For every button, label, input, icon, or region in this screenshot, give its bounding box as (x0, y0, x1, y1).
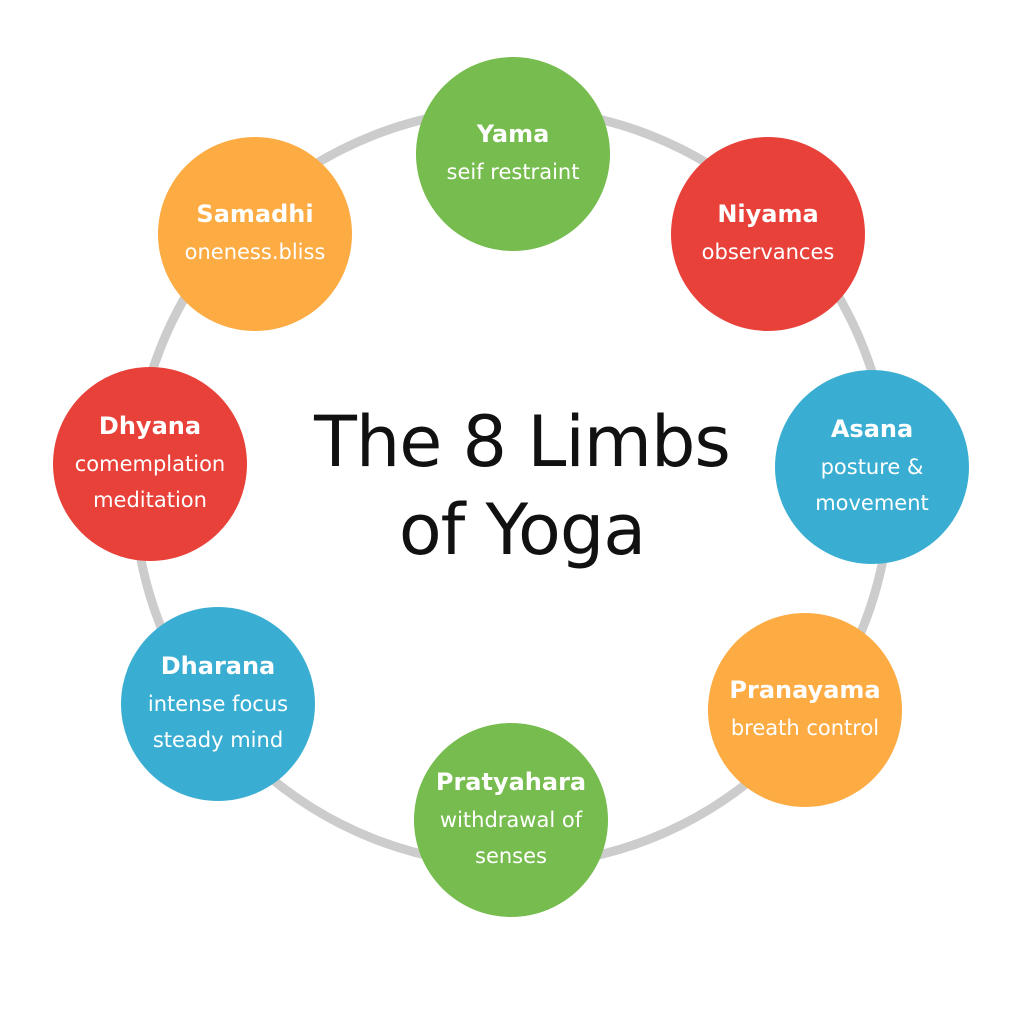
limb-name: Pranayama (729, 676, 881, 704)
limb-description: observances (701, 240, 835, 264)
limb-pratyahara: Pratyahara withdrawal of senses (414, 723, 608, 917)
diagram-title: The 8 Limbs of Yoga (262, 398, 782, 574)
limb-description: posture & movement (815, 455, 929, 515)
limb-niyama: Niyama observances (671, 137, 865, 331)
limb-yama: Yama seif restraint (416, 57, 610, 251)
limb-description: seif restraint (446, 160, 580, 184)
limb-name: Samadhi (196, 200, 314, 228)
limb-name: Niyama (717, 200, 819, 228)
limb-asana: Asana posture & movement (775, 370, 969, 564)
limb-pranayama: Pranayama breath control (708, 613, 902, 807)
limb-description: intense focus steady mind (147, 692, 289, 752)
title-line-2: of Yoga (398, 489, 646, 571)
limb-name: Dhyana (98, 412, 202, 440)
limb-name: Dharana (160, 652, 276, 680)
limb-name: Yama (476, 120, 550, 148)
limb-samadhi: Samadhi oneness.bliss (158, 137, 352, 331)
limb-name: Pratyahara (435, 768, 587, 796)
limb-description: breath control (730, 716, 880, 740)
limb-dharana: Dharana intense focus steady mind (121, 607, 315, 801)
limb-dhyana: Dhyana comemplation meditation (53, 367, 247, 561)
limb-description: comemplation meditation (74, 452, 226, 512)
limb-name: Asana (830, 415, 914, 443)
limb-description: oneness.bliss (184, 240, 326, 264)
title-line-1: The 8 Limbs (314, 401, 731, 483)
limb-description: withdrawal of senses (439, 808, 583, 868)
